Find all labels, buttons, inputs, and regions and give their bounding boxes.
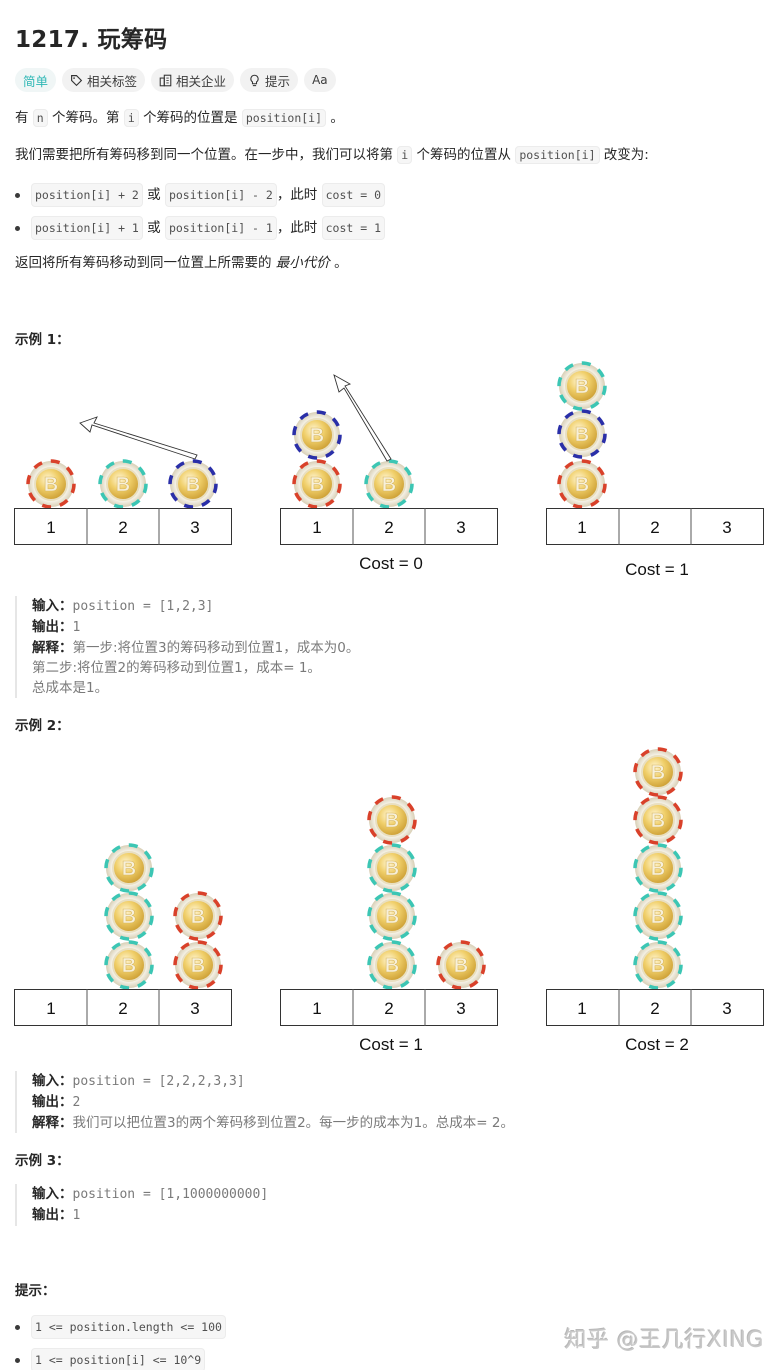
problem-tags: 简单 相关标签 相关企业 提示 Aa <box>15 68 336 92</box>
arrow-icon <box>333 374 392 462</box>
description-line-2: 我们需要把所有筹码移到同一个位置。在一步中，我们可以将第 i 个筹码的位置从 p… <box>15 146 649 164</box>
building-icon <box>159 74 172 86</box>
lightbulb-icon <box>250 74 259 86</box>
related-companies-button[interactable]: 相关企业 <box>151 68 235 92</box>
rule-item: position[i] + 2 或 position[i] - 2 ，此时 co… <box>15 183 385 207</box>
svg-text:1: 1 <box>46 999 55 1018</box>
rule-item: position[i] + 1 或 position[i] - 1 ，此时 co… <box>15 216 385 240</box>
bullet-dot <box>15 225 20 231</box>
code-i: i <box>123 109 139 127</box>
panel-3: 1 2 3 Cost = 2 <box>546 747 764 1054</box>
panel-3: 1 2 3 Cost = 1 <box>546 361 764 579</box>
svg-text:1: 1 <box>577 518 586 537</box>
related-tags-label: 相关标签 <box>87 73 138 89</box>
constraint-item: 1 <= position.length <= 100 <box>15 1315 226 1339</box>
difficulty-badge: 简单 <box>15 68 57 92</box>
svg-text:Cost = 1: Cost = 1 <box>625 560 689 579</box>
svg-text:1: 1 <box>312 999 321 1018</box>
arrow-icon <box>79 416 198 460</box>
panel-1: 1 2 3 <box>14 416 232 545</box>
svg-text:3: 3 <box>456 518 465 537</box>
example-2-heading: 示例 2： <box>15 718 70 734</box>
example-3-io: 输入：position = [1,1000000000] 输出：1 <box>15 1184 268 1226</box>
problem-title: 1217. 玩筹码 <box>15 27 168 53</box>
translate-button[interactable]: Aa <box>304 68 336 92</box>
svg-text:Cost = 1: Cost = 1 <box>359 1035 423 1054</box>
svg-text:3: 3 <box>722 518 731 537</box>
bullet-dot <box>15 1324 20 1330</box>
svg-text:2: 2 <box>118 518 127 537</box>
difficulty-label: 简单 <box>23 73 49 89</box>
example-explanation: 我们可以把位置3的两个筹码移到位置2。每一步的成本为1。总成本= 2。 <box>72 1115 514 1131</box>
panel-2: 1 2 3 Cost = 1 <box>280 795 498 1054</box>
chip-icon <box>168 459 218 509</box>
svg-text:3: 3 <box>456 999 465 1018</box>
constraint-item: 1 <= position[i] <= 10^9 <box>15 1348 206 1370</box>
example-output: 2 <box>72 1095 81 1110</box>
example-input: position = [1,1000000000] <box>72 1187 269 1202</box>
related-companies-label: 相关企业 <box>176 73 227 89</box>
code-n: n <box>32 109 48 127</box>
example-output: 1 <box>72 620 81 635</box>
example-1-io: 输入：position = [1,2,3] 输出：1 解释：第一步:将位置3的筹… <box>15 596 359 698</box>
svg-text:2: 2 <box>650 999 659 1018</box>
related-tags-button[interactable]: 相关标签 <box>62 68 146 92</box>
hint-button[interactable]: 提示 <box>240 68 299 92</box>
example-1-figure: B B B 1 2 3 <box>0 355 784 585</box>
svg-text:2: 2 <box>650 518 659 537</box>
svg-text:1: 1 <box>46 518 55 537</box>
svg-text:2: 2 <box>384 518 393 537</box>
code-i: i <box>397 146 413 164</box>
tag-icon <box>71 74 83 86</box>
panel-2: 1 2 3 Cost = 0 <box>280 374 498 573</box>
code-position: position[i] <box>241 109 327 127</box>
example-3-heading: 示例 3： <box>15 1153 70 1169</box>
svg-text:Cost = 2: Cost = 2 <box>625 1035 689 1054</box>
code-position: position[i] <box>515 146 600 164</box>
chip-icon <box>26 459 76 509</box>
svg-text:1: 1 <box>577 999 586 1018</box>
example-explanation: 第一步:将位置3的筹码移动到位置1，成本为0。 <box>72 640 360 656</box>
watermark: 知乎 @王几行XING <box>564 1328 764 1353</box>
example-2-io: 输入：position = [2,2,2,3,3] 输出：2 解释：我们可以把位… <box>15 1071 514 1133</box>
svg-text:Cost = 0: Cost = 0 <box>359 554 423 573</box>
svg-text:2: 2 <box>118 999 127 1018</box>
svg-text:3: 3 <box>190 518 199 537</box>
constraints-heading: 提示： <box>15 1283 56 1299</box>
description-line-1: 有 n 个筹码。第 i 个筹码的位置是 position[i] 。 <box>15 109 344 127</box>
panel-1: 1 2 3 <box>14 843 232 1026</box>
svg-text:1: 1 <box>312 518 321 537</box>
bullet-dot <box>15 192 20 198</box>
svg-text:3: 3 <box>190 999 199 1018</box>
example-input: position = [1,2,3] <box>72 599 214 614</box>
description-line-3: 返回将所有筹码移动到同一位置上所需要的 最小代价 。 <box>15 255 348 271</box>
svg-text:2: 2 <box>384 999 393 1018</box>
bullet-dot <box>15 1357 20 1363</box>
example-input: position = [2,2,2,3,3] <box>72 1074 245 1089</box>
example-output: 1 <box>72 1208 81 1223</box>
example-2-figure: 1 2 3 1 2 3 Cost = 1 <box>0 740 784 1060</box>
translate-icon: Aa <box>312 73 328 87</box>
chip-icon <box>98 459 148 509</box>
example-1-heading: 示例 1： <box>15 332 70 348</box>
hint-label: 提示 <box>265 73 291 89</box>
svg-text:3: 3 <box>722 999 731 1018</box>
